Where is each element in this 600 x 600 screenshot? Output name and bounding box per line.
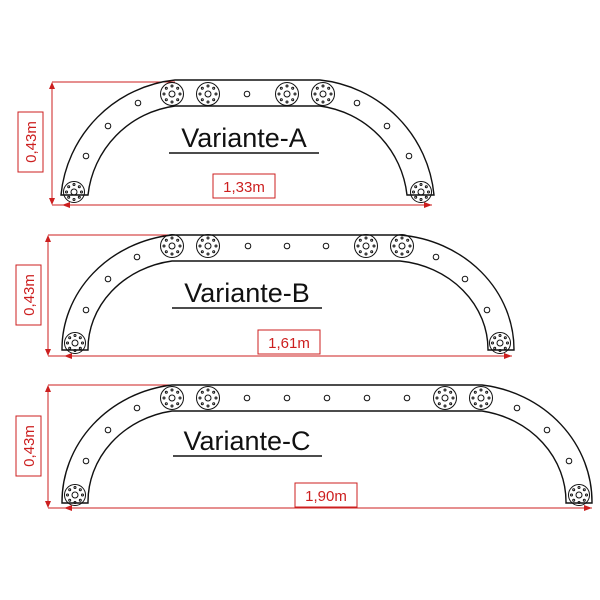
variant-b-bolt-cluster [160,234,184,258]
variant-c-bolt-cluster [196,386,220,410]
variant-a-title: Variante-A [181,123,307,153]
variant-c: 0,43m 1,90m [15,384,593,511]
variant-c-title: Variante-C [183,426,310,456]
variant-b-dimensions [15,234,512,359]
variant-a-dimensions [17,81,432,208]
variant-b-width-label: 1,61m [268,335,310,352]
variant-a-bolt-cluster [196,82,220,106]
variant-b-bolt-cluster [390,234,414,258]
variant-b-bolt-cluster [354,234,378,258]
variant-a-bolt-cluster [63,181,85,203]
variant-b-bolt-cluster [489,332,511,354]
variant-a-arch-outline [60,79,435,196]
variant-c-bolt-cluster [568,484,590,506]
variant-a-height-label: 0,43m [23,121,40,163]
variant-b-holes [82,242,491,314]
variant-a-bolt-cluster [410,181,432,203]
variant-b-title: Variante-B [184,278,310,308]
variant-b-bolt-cluster [196,234,220,258]
variant-a-bolt-cluster [160,82,184,106]
variant-c-bolt-cluster [64,484,86,506]
variant-a-holes [82,90,413,160]
variant-c-height-box [15,415,42,477]
variant-c-width-label: 1,90m [305,488,347,505]
variant-a-width-box [212,173,276,199]
variant-a-width-label: 1,33m [223,179,265,196]
variant-a-bolt-cluster [311,82,335,106]
variant-b: 0,43m 1,61m [15,234,515,359]
variant-b-bolt-cluster [64,332,86,354]
variant-a-bolt-cluster [275,82,299,106]
variant-c-width-box [294,482,358,508]
variant-b-width-box [257,329,321,355]
variant-c-bolt-cluster [433,386,457,410]
variant-b-arch-outline [61,234,515,351]
variant-a-height-box [17,111,44,173]
variant-a: 0,43m 1,33m [17,79,435,208]
variant-c-dimensions [15,384,592,511]
variant-c-bolt-cluster [469,386,493,410]
variant-c-bolt-cluster [160,386,184,410]
variant-b-height-box [15,264,42,326]
variant-b-height-label: 0,43m [21,274,38,316]
variant-c-height-label: 0,43m [21,425,38,467]
variant-c-holes [82,394,573,465]
variant-c-arch-outline [61,384,593,504]
